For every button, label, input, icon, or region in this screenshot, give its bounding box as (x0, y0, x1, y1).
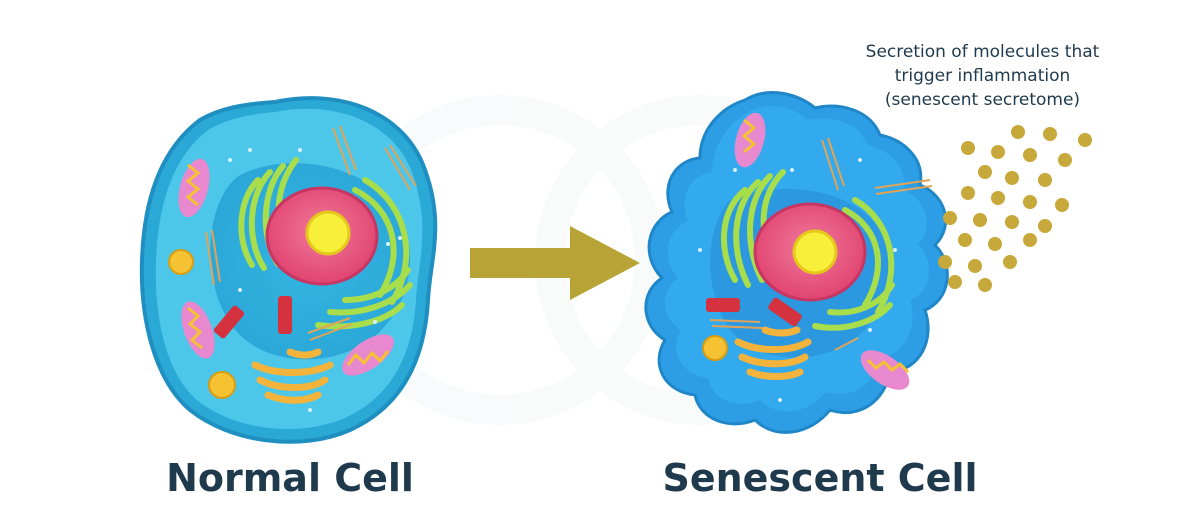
senescent-vesicles (702, 335, 728, 361)
senescent-centrioles (706, 297, 802, 327)
right-arrow-icon (470, 226, 640, 300)
secretome-dots (938, 125, 1092, 292)
normal-ribosomes (228, 148, 402, 412)
senescent-er-right (812, 197, 895, 331)
normal-nucleolus (305, 210, 351, 256)
secretome-caption-line3: (senescent secretome) (884, 90, 1081, 110)
normal-mitochondria (178, 158, 394, 376)
normal-er-right (315, 177, 413, 330)
normal-filaments (205, 125, 417, 341)
normal-cell-label: Normal Cell (166, 456, 414, 500)
senescent-nucleolus (792, 229, 838, 275)
senescent-mitochondria (734, 112, 910, 390)
normal-vesicles (168, 249, 236, 399)
senescent-cell (644, 91, 949, 434)
senescent-filaments (709, 137, 933, 351)
secretome-caption-line2: trigger inflammation (894, 66, 1071, 86)
senescent-ribosomes (698, 158, 897, 402)
secretome-caption: Secretion of molecules that trigger infl… (835, 40, 1130, 112)
senescent-cell-label: Senescent Cell (662, 456, 978, 500)
secretome-caption-line1: Secretion of molecules that (865, 42, 1100, 62)
normal-golgi (251, 348, 334, 404)
senescent-golgi (734, 326, 812, 380)
normal-cell (139, 96, 438, 444)
normal-centrioles (213, 296, 292, 339)
